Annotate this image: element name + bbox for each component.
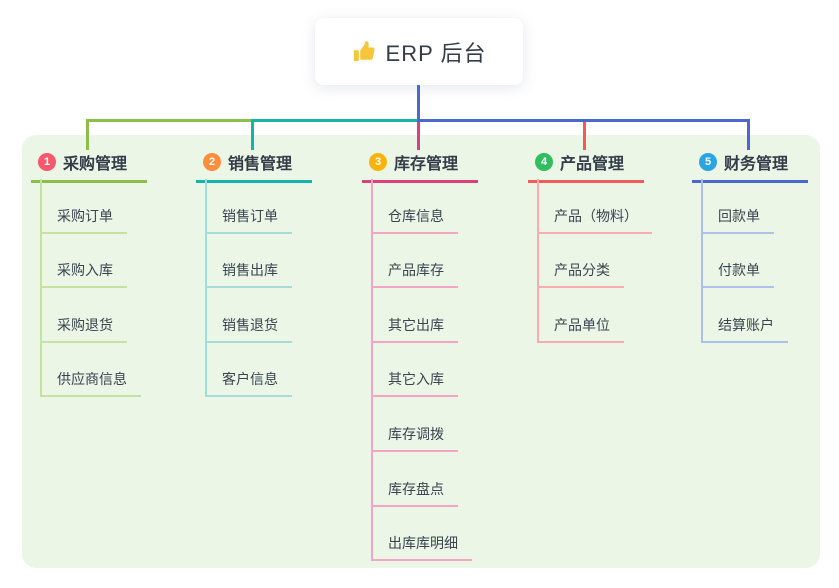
child-node[interactable]: 仓库信息 xyxy=(371,207,458,234)
child-row: 付款单 xyxy=(701,234,788,289)
child-node[interactable]: 供应商信息 xyxy=(40,370,141,398)
branch-node-4: 4 产品管理 产品（物料） 产品分类产品单位 xyxy=(528,150,652,343)
branch-trunk-line xyxy=(537,179,539,343)
branch-drop-line xyxy=(86,122,89,150)
child-node[interactable]: 产品分类 xyxy=(537,261,624,289)
rail-segment xyxy=(251,119,417,122)
child-row: 产品（物料） xyxy=(537,179,652,234)
child-node[interactable]: 付款单 xyxy=(701,261,774,289)
child-node[interactable]: 库存盘点 xyxy=(371,480,458,507)
branch-node-2: 2 销售管理 销售订单销售出库销售退货客户信息 xyxy=(196,150,312,398)
branch-drop-line xyxy=(583,122,586,150)
child-row: 产品库存 xyxy=(371,234,472,289)
child-node[interactable]: 销售出库 xyxy=(205,261,292,289)
child-row: 结算账户 xyxy=(701,288,788,343)
branch-trunk-line xyxy=(701,179,703,343)
child-row: 采购订单 xyxy=(40,179,141,234)
branch-number-badge: 2 xyxy=(203,153,221,171)
branch-number-badge: 4 xyxy=(535,153,553,171)
child-node[interactable]: 产品库存 xyxy=(371,261,458,289)
branch-trunk-line xyxy=(205,179,207,398)
child-row: 供应商信息 xyxy=(40,343,141,398)
child-row: 出库库明细 xyxy=(371,507,472,562)
child-row: 产品单位 xyxy=(537,288,652,343)
child-row: 产品分类 xyxy=(537,234,652,289)
rail-segment xyxy=(86,119,251,122)
child-row: 销售退货 xyxy=(205,288,292,343)
child-row: 客户信息 xyxy=(205,343,292,398)
branch-children: 仓库信息产品库存其它出库其它入库库存调拨库存盘点出库库明细 xyxy=(371,179,472,562)
branch-node-1: 1 采购管理 采购订单采购入库采购退货供应商信息 xyxy=(31,150,147,398)
child-node[interactable]: 客户信息 xyxy=(205,370,292,398)
child-node[interactable]: 结算账户 xyxy=(701,316,788,343)
thumbs-up-icon xyxy=(352,40,376,64)
child-node[interactable]: 其它入库 xyxy=(371,370,458,398)
branch-node-3: 3 库存管理 仓库信息产品库存其它出库其它入库库存调拨库存盘点出库库明细 xyxy=(362,150,478,562)
branch-title-5[interactable]: 5 财务管理 xyxy=(692,150,808,183)
child-row: 销售订单 xyxy=(205,179,292,234)
branch-title-4[interactable]: 4 产品管理 xyxy=(528,150,644,183)
child-row: 其它入库 xyxy=(371,343,472,398)
branch-children: 产品（物料） 产品分类产品单位 xyxy=(537,179,652,343)
branch-title-label: 库存管理 xyxy=(394,156,459,173)
branch-children: 回款单付款单结算账户 xyxy=(701,179,788,343)
branch-title-label: 采购管理 xyxy=(63,156,128,173)
branch-drop-line xyxy=(417,122,420,150)
root-stem-line xyxy=(417,85,420,122)
branch-children: 采购订单采购入库采购退货供应商信息 xyxy=(40,179,141,398)
child-node[interactable]: 销售退货 xyxy=(205,316,292,343)
branch-drop-line xyxy=(251,122,254,150)
child-node[interactable]: 出库库明细 xyxy=(371,534,472,562)
child-row: 仓库信息 xyxy=(371,179,472,234)
child-row: 回款单 xyxy=(701,179,788,234)
branch-title-2[interactable]: 2 销售管理 xyxy=(196,150,312,183)
child-row: 销售出库 xyxy=(205,234,292,289)
child-row: 库存盘点 xyxy=(371,452,472,507)
child-row: 采购退货 xyxy=(40,288,141,343)
branch-title-label: 财务管理 xyxy=(724,156,789,173)
branch-number-badge: 3 xyxy=(369,153,387,171)
branch-children: 销售订单销售出库销售退货客户信息 xyxy=(205,179,292,398)
child-node[interactable]: 销售订单 xyxy=(205,207,292,234)
root-node-label: ERP 后台 xyxy=(385,40,487,66)
branch-trunk-line xyxy=(371,179,373,562)
mindmap-panel xyxy=(22,135,820,568)
branch-node-5: 5 财务管理 回款单付款单结算账户 xyxy=(692,150,808,343)
child-node[interactable]: 其它出库 xyxy=(371,316,458,343)
branch-trunk-line xyxy=(40,179,42,398)
branch-number-badge: 1 xyxy=(38,153,56,171)
child-node[interactable]: 回款单 xyxy=(701,207,774,234)
branch-title-3[interactable]: 3 库存管理 xyxy=(362,150,478,183)
child-node[interactable]: 采购订单 xyxy=(40,207,127,234)
branch-title-1[interactable]: 1 采购管理 xyxy=(31,150,147,183)
branch-number-badge: 5 xyxy=(699,153,717,171)
rail-segment xyxy=(417,119,750,122)
root-node[interactable]: ERP 后台 xyxy=(315,18,523,85)
child-row: 采购入库 xyxy=(40,234,141,289)
branch-drop-line xyxy=(747,122,750,150)
child-node[interactable]: 产品单位 xyxy=(537,316,624,343)
child-row: 其它出库 xyxy=(371,288,472,343)
child-node[interactable]: 采购退货 xyxy=(40,316,127,343)
branch-title-label: 产品管理 xyxy=(560,156,625,173)
branch-title-label: 销售管理 xyxy=(228,156,293,173)
child-node[interactable]: 采购入库 xyxy=(40,261,127,289)
child-node[interactable]: 产品（物料） xyxy=(537,207,652,234)
child-node[interactable]: 库存调拨 xyxy=(371,425,458,452)
child-row: 库存调拨 xyxy=(371,397,472,452)
